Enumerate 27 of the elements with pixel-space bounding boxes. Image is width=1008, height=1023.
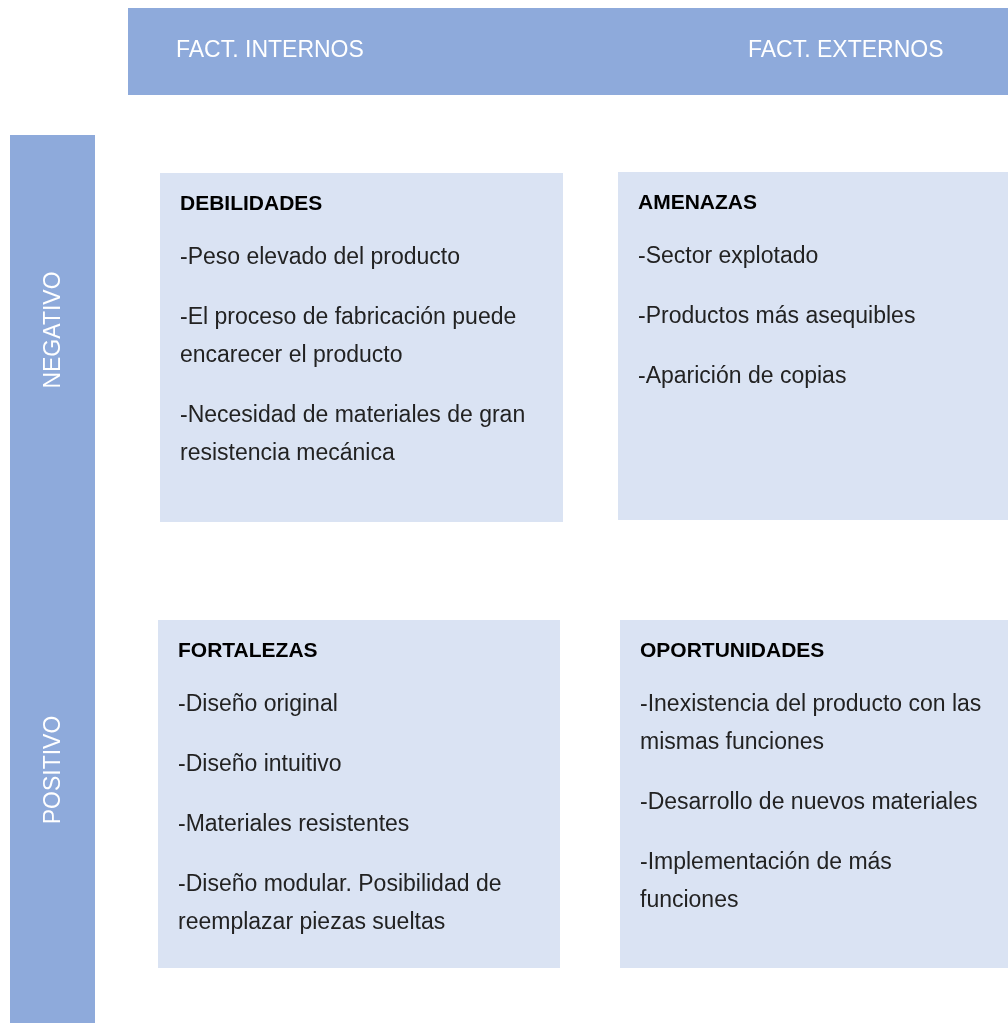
list-item-text: -Diseño modular. Posibilidad de reemplazar piezas sueltas xyxy=(178,869,503,936)
column-heading: FACT. INTERNOS xyxy=(176,36,364,63)
box-heading: OPORTUNIDADES xyxy=(640,638,826,662)
list-item-text: -Sector explotado xyxy=(638,241,820,270)
list-item-text: -Necesidad de materiales de gran resistencia mecánica xyxy=(180,400,527,467)
header-band xyxy=(128,8,1008,95)
list-item-text: -Implementación de más funciones xyxy=(640,847,893,914)
list-item-text: -Diseño intuitivo xyxy=(178,749,343,778)
list-item-text: -Desarrollo de nuevos materiales xyxy=(640,787,979,816)
side-band xyxy=(10,135,95,1023)
list-item-text: -Productos más asequibles xyxy=(638,301,917,330)
column-heading: FACT. EXTERNOS xyxy=(748,36,944,63)
row-heading: NEGATIVO xyxy=(38,271,66,389)
quadrant-box xyxy=(618,172,1008,520)
list-item-text: -Aparición de copias xyxy=(638,361,848,390)
quadrant-box xyxy=(620,620,1008,968)
quadrant-box xyxy=(160,173,563,522)
list-item-text: -El proceso de fabricación puede encarecer el producto xyxy=(180,302,518,369)
list-item-text: -Peso elevado del producto xyxy=(180,242,462,271)
box-heading: AMENAZAS xyxy=(638,190,758,214)
list-item-text: -Inexistencia del producto con las mismas funciones xyxy=(640,689,983,756)
list-item-text: -Diseño original xyxy=(178,689,339,718)
box-heading: DEBILIDADES xyxy=(180,191,324,215)
box-heading: FORTALEZAS xyxy=(178,638,319,662)
quadrant-box xyxy=(158,620,560,968)
list-item-text: -Materiales resistentes xyxy=(178,809,411,838)
row-heading: POSITIVO xyxy=(38,715,66,825)
